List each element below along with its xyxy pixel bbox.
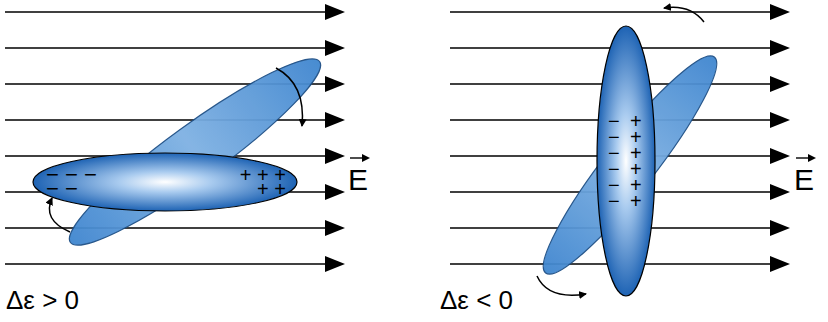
field-symbol: E [348, 163, 368, 196]
aligned-molecule: − − − − − − + + + + + + [596, 25, 656, 297]
vector-arrow [362, 154, 370, 162]
rotation-arrow [49, 198, 70, 232]
charge-signs: + + + + + [228, 168, 286, 196]
rotation-arrow [276, 68, 302, 126]
charge-signs: − − − − − − [608, 113, 622, 209]
rotation-arrow [537, 276, 586, 295]
charge-signs: + + + + + + [630, 113, 644, 209]
rotation-arrow [664, 7, 704, 22]
molecule-outline [596, 25, 656, 297]
anisotropy-label: Δε > 0 [6, 286, 79, 315]
aligned-molecule: − − − − − + + + + + [32, 152, 298, 212]
vector-arrow [350, 157, 364, 158]
field-symbol: E [794, 163, 814, 196]
charge-signs: − − − − − [46, 168, 98, 196]
vector-arrow [796, 157, 810, 158]
vector-arrow [808, 154, 816, 162]
tilted-molecule [55, 40, 336, 265]
anisotropy-label: Δε < 0 [440, 286, 513, 315]
